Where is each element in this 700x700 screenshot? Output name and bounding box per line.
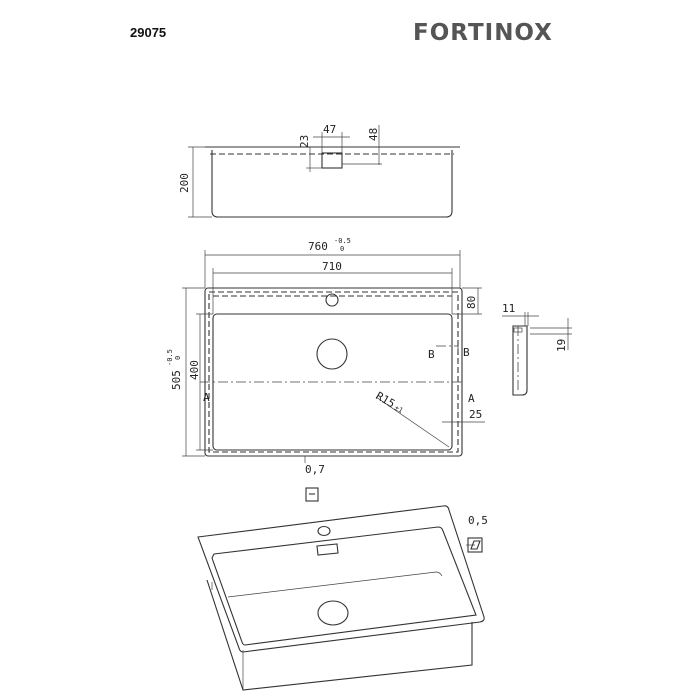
outer-width-label: 760	[308, 240, 328, 253]
section-a-label-left: A	[203, 391, 210, 404]
overflow-height-label: 23	[298, 135, 311, 148]
flatness-symbol-icon	[467, 537, 483, 553]
section-a-label-right: A	[468, 392, 475, 405]
tap-hole-3d	[317, 525, 331, 537]
perspective-view: 0,5	[197, 505, 488, 691]
section-detail: 11 19	[502, 302, 572, 396]
height-label: 200	[178, 173, 191, 193]
fortinox-logo: FORTINOX	[413, 20, 553, 46]
tap-hole	[325, 293, 339, 307]
rim-offset-label: 25	[469, 408, 482, 421]
corner-radius-label: R15±1	[374, 389, 407, 415]
outer-depth-tol-upper: -0.5	[166, 349, 174, 366]
outer-depth-label: 505	[170, 370, 183, 390]
rim-height-label: 19	[555, 339, 568, 352]
symbol-box-icon	[305, 487, 319, 502]
thickness-label: 0,7	[305, 463, 325, 476]
top-view: 760 -0.5 0 710 505 -0.5 0 400 80 A A B B…	[166, 237, 485, 502]
deck-depth-label: 80	[465, 296, 478, 309]
overflow-offset-label: 48	[367, 128, 380, 141]
section-b-label-left: B	[428, 348, 435, 361]
section-b-label-right: B	[463, 346, 470, 359]
side-view: 200 47 23 48	[178, 123, 460, 218]
outer-width-tol-lower: 0	[340, 245, 344, 253]
rim-width-label: 11	[502, 302, 515, 315]
bowl-width-label: 710	[322, 260, 342, 273]
product-code: 29075	[130, 25, 166, 40]
radius-leader	[375, 396, 450, 448]
drain-hole	[316, 338, 348, 370]
bowl-depth-label: 400	[188, 360, 201, 380]
drain-hole-3d	[317, 600, 349, 626]
outer-depth-tol-lower: 0	[174, 356, 182, 360]
flatness-label: 0,5	[468, 514, 488, 527]
outer-width-tol-upper: -0.5	[334, 237, 351, 245]
overflow-outlet-3d	[316, 543, 339, 556]
overflow-width-label: 47	[323, 123, 336, 136]
overflow-outlet	[321, 152, 343, 169]
